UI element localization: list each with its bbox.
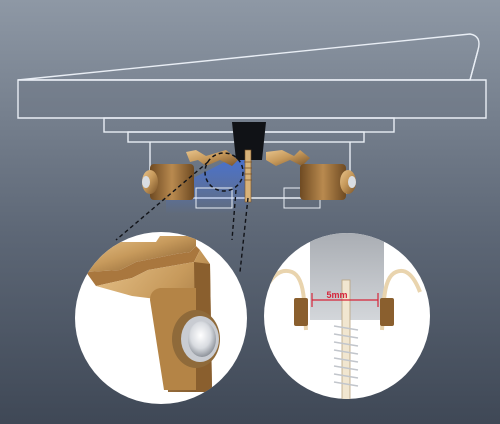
brass-contact-left bbox=[142, 150, 238, 200]
dimension-label: 5mm bbox=[326, 290, 347, 300]
silver-contact-button bbox=[172, 310, 220, 368]
magnifier-ring bbox=[204, 152, 244, 192]
callout-left bbox=[75, 232, 247, 404]
black-actuator bbox=[232, 122, 266, 160]
pedal-housing-outline bbox=[17, 33, 487, 199]
callout-right: 5mm bbox=[264, 233, 430, 399]
center-pin bbox=[244, 149, 252, 203]
dimension-5mm: 5mm bbox=[311, 290, 379, 307]
contact-pad-left bbox=[294, 298, 308, 326]
spring bbox=[333, 325, 359, 387]
contact-pad-right bbox=[380, 298, 394, 326]
leader-line-left-2 bbox=[231, 189, 237, 241]
spring-right-arm bbox=[380, 269, 422, 331]
leader-line-right bbox=[239, 197, 249, 273]
leader-line-left-1 bbox=[115, 161, 209, 241]
brass-contact-right bbox=[266, 150, 356, 200]
